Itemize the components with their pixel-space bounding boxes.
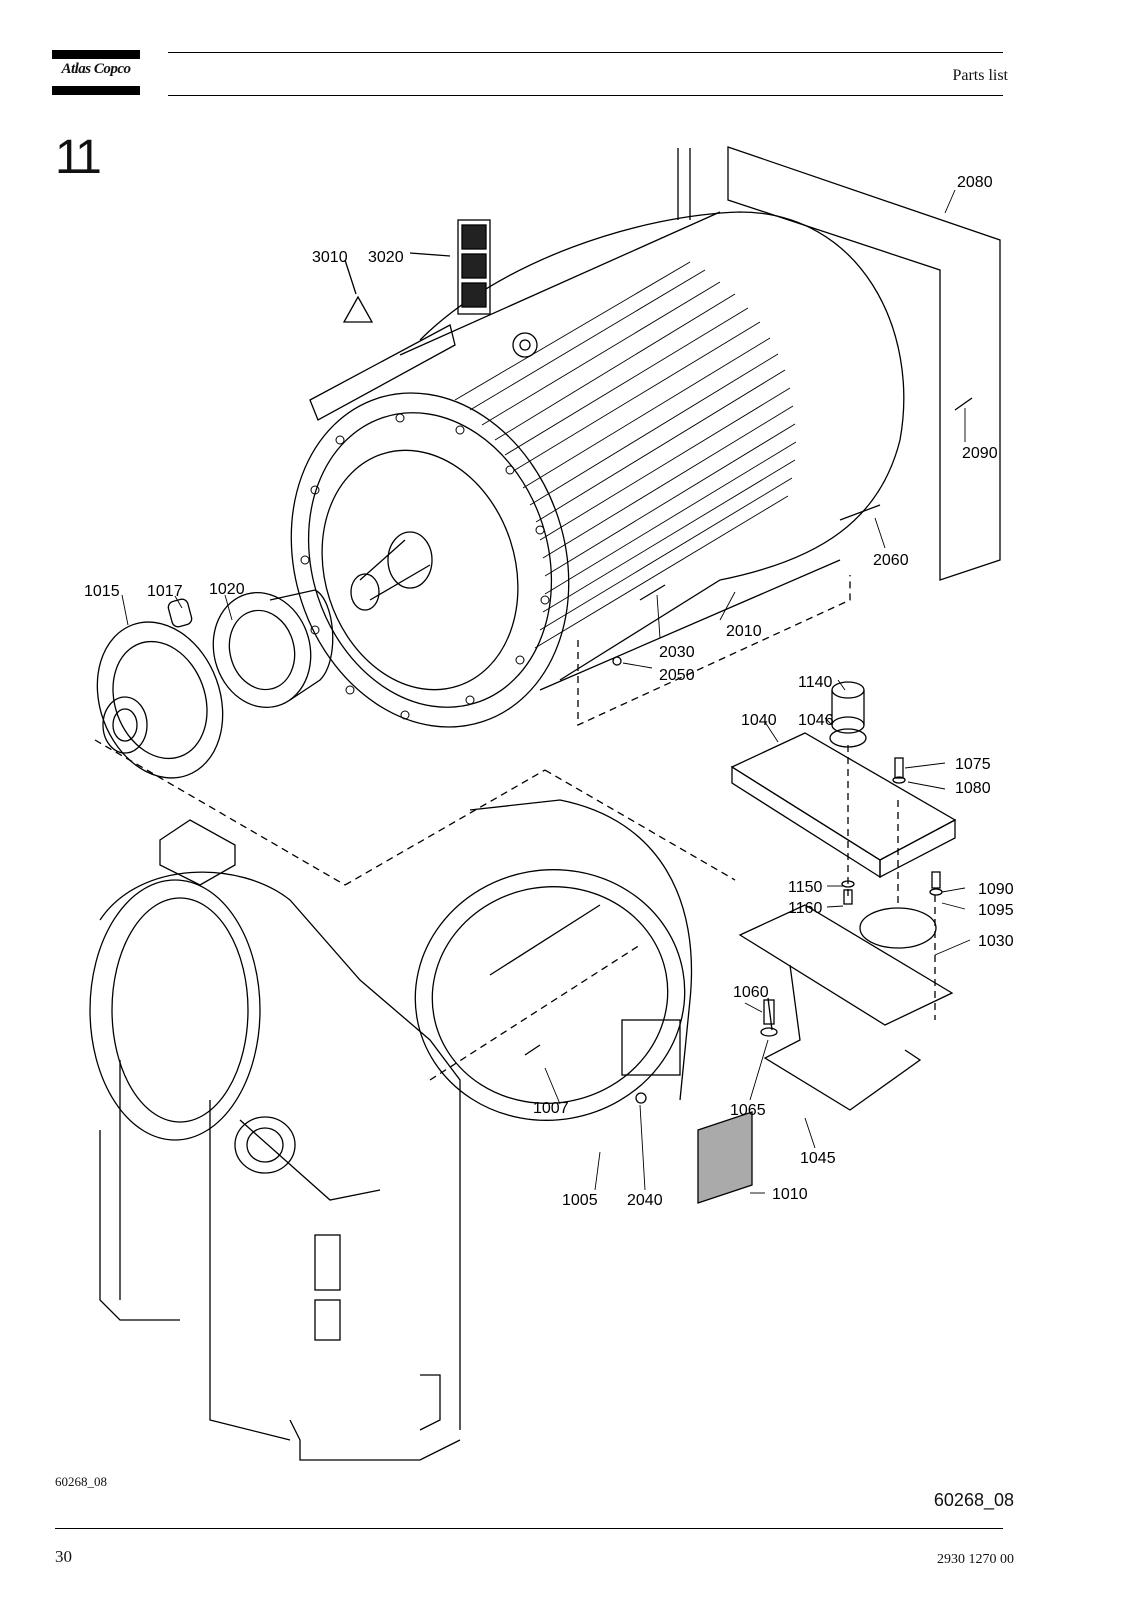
callout-1140: 1140 — [798, 674, 833, 691]
callout-numbers: 3010 3020 2080 2090 2060 2010 2030 2050 … — [84, 174, 1014, 1209]
callout-1030: 1030 — [978, 933, 1014, 950]
logo-wordmark: Atlas Copco — [61, 61, 131, 77]
callout-1065: 1065 — [730, 1102, 766, 1119]
hardware — [524, 757, 943, 1056]
callout-2010: 2010 — [726, 623, 762, 640]
header-top-rule — [168, 52, 1003, 53]
callout-1040: 1040 — [741, 712, 777, 729]
callout-1160: 1160 — [788, 900, 823, 917]
callout-1010: 1010 — [772, 1186, 808, 1203]
assembly-guide-lines — [94, 739, 936, 1081]
callout-2030: 2030 — [659, 644, 695, 661]
protective-screen — [697, 1111, 753, 1204]
figure-reference-small: 60268_08 — [55, 1474, 107, 1489]
warning-labels — [342, 219, 491, 323]
callout-1045: 1045 — [800, 1150, 836, 1167]
callout-1150: 1150 — [788, 879, 823, 896]
header-bottom-rule — [168, 95, 1003, 96]
footer-rule — [55, 1528, 1003, 1529]
callout-2050: 2050 — [659, 667, 695, 684]
callout-1007: 1007 — [533, 1100, 569, 1117]
callout-2060: 2060 — [873, 552, 909, 569]
figure-reference-large: 60268_08 — [933, 1490, 1014, 1510]
callout-leader-lines — [121, 189, 971, 1194]
document-number: 2930 1270 00 — [937, 1552, 1014, 1567]
page-number: 30 — [55, 1547, 72, 1566]
callout-1060: 1060 — [733, 984, 769, 1001]
compressor-frame — [89, 819, 461, 1461]
callout-2080: 2080 — [957, 174, 993, 191]
callout-1046: 1046 — [798, 712, 834, 729]
callout-1017: 1017 — [147, 583, 183, 600]
callout-2040: 2040 — [627, 1192, 663, 1209]
callout-2090: 2090 — [962, 445, 998, 462]
callout-1015: 1015 — [84, 583, 120, 600]
logo-bottom-bar — [52, 86, 140, 95]
callout-1080: 1080 — [955, 780, 991, 797]
fan-shroud — [414, 799, 693, 1121]
page-title: Parts list — [952, 67, 1008, 84]
callout-1075: 1075 — [955, 756, 991, 773]
callout-3020: 3020 — [368, 249, 404, 266]
callout-1095: 1095 — [978, 902, 1014, 919]
callout-3010: 3010 — [312, 249, 348, 266]
motor-assembly — [290, 146, 1001, 728]
coupling-parts — [96, 589, 334, 779]
callout-1020: 1020 — [209, 581, 245, 598]
section-number: 11 — [55, 131, 102, 184]
callout-1005: 1005 — [562, 1192, 598, 1209]
callout-1090: 1090 — [978, 881, 1014, 898]
atlas-copco-logo: Atlas Copco — [52, 50, 140, 95]
logo-top-bar — [52, 50, 140, 59]
